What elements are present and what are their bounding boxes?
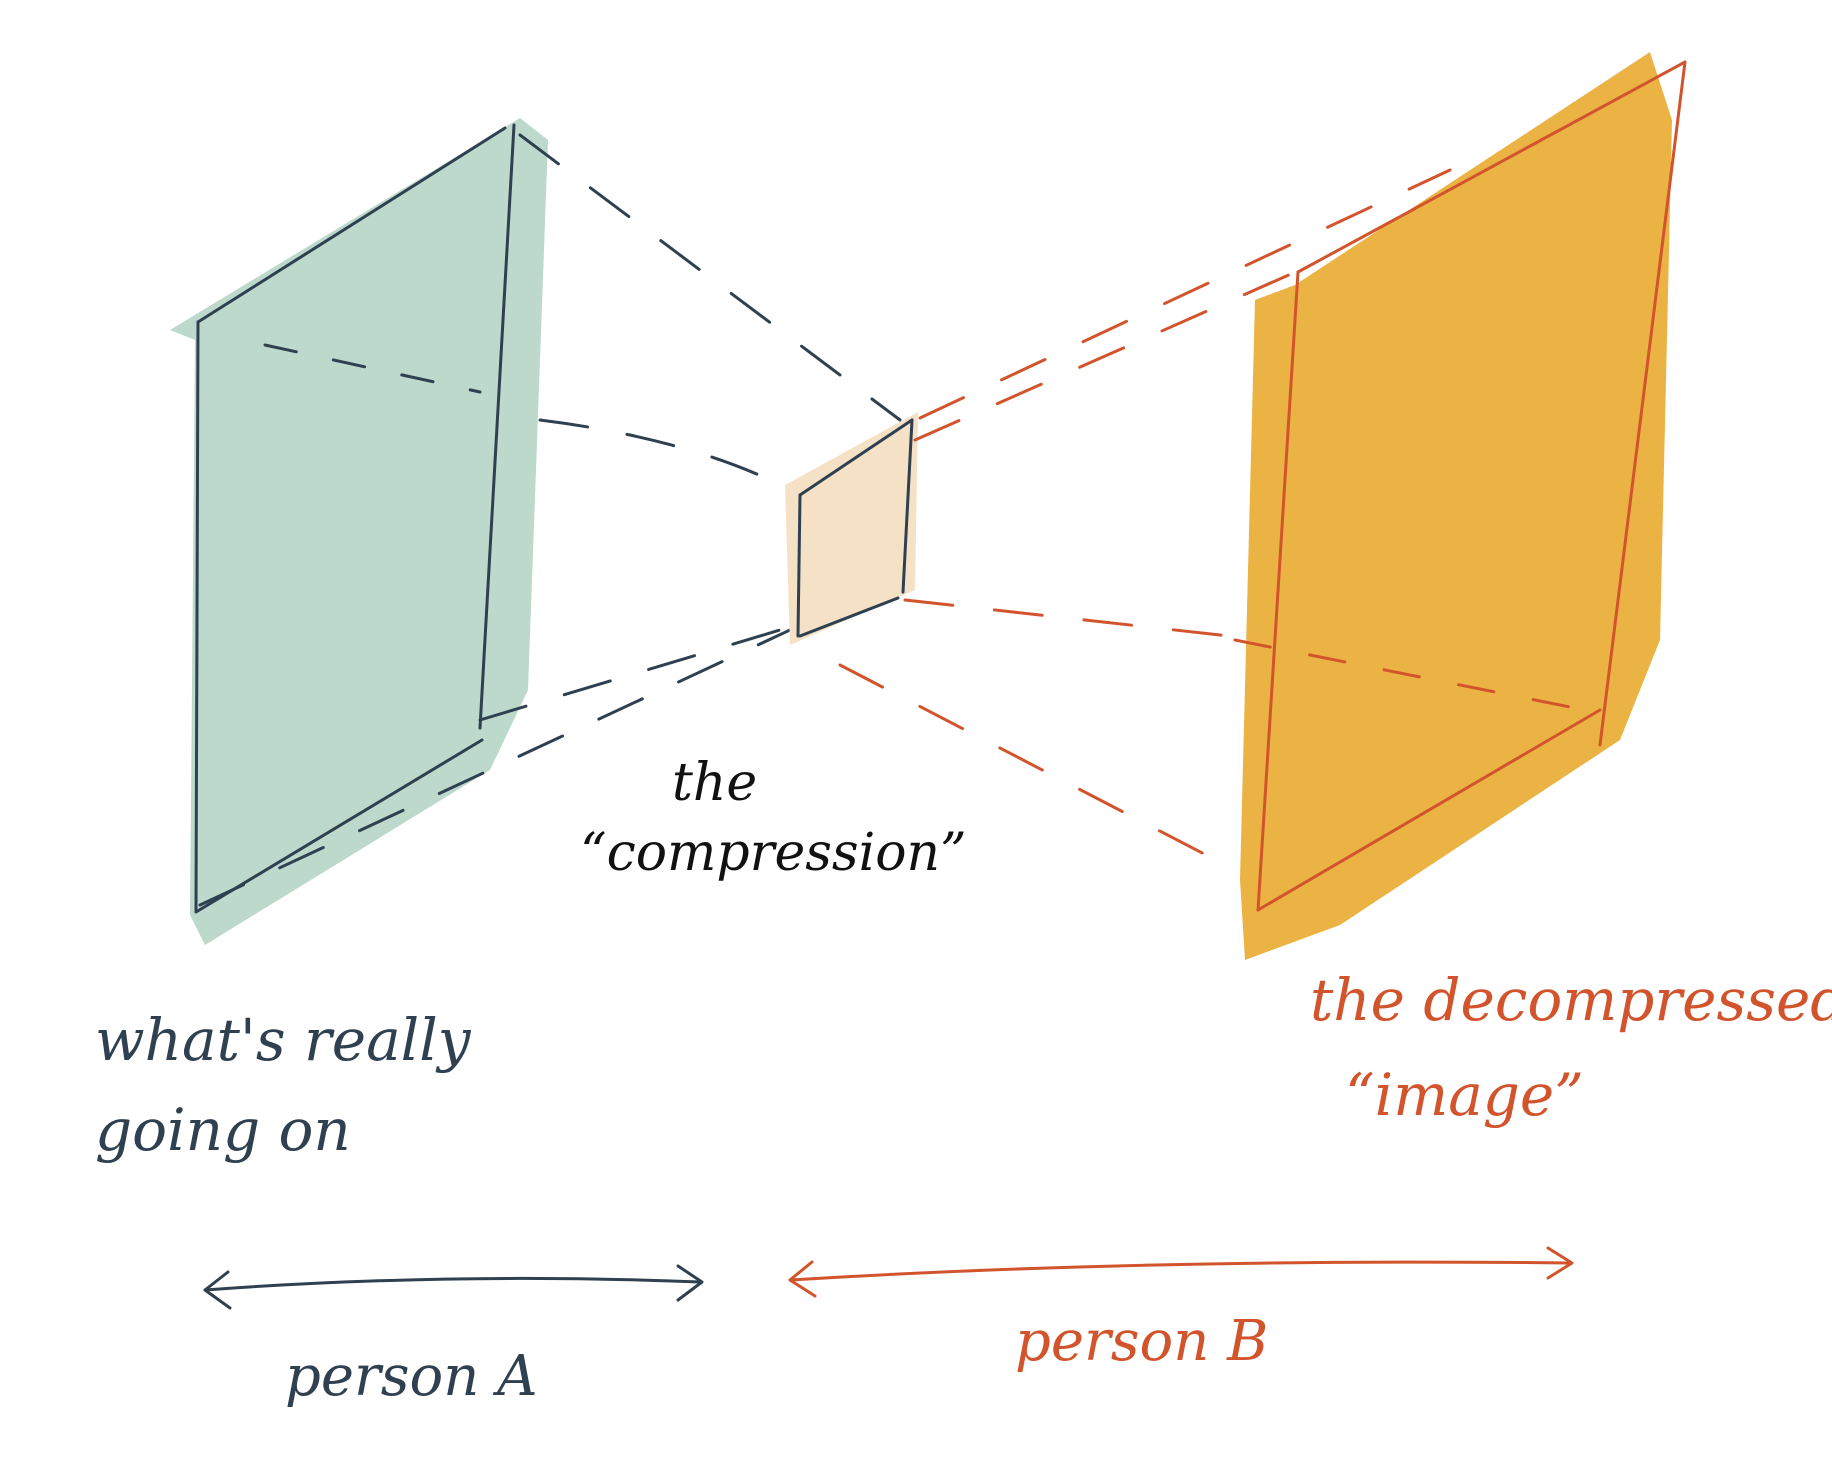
person-b-arrow-left-head	[788, 1260, 817, 1298]
person-b-arrow-right-head	[1546, 1246, 1574, 1280]
reality-label-line1: what's really	[95, 1006, 472, 1074]
reality-label: what's really going on	[95, 1006, 472, 1164]
projection-line-lower	[478, 598, 882, 722]
projection-line-red-upper	[913, 268, 1302, 442]
compression-label-line2: “compression”	[580, 823, 967, 883]
compression-panel-outline	[796, 418, 914, 638]
decompressed-label-line2: “image”	[1345, 1061, 1584, 1129]
decompressed-panel-outline	[1256, 60, 1687, 912]
compression-label-line1: the	[672, 753, 757, 813]
person-b-label: person B	[1015, 1309, 1268, 1374]
reality-panel	[170, 118, 548, 945]
decompressed-label: the decompressed “image”	[1310, 966, 1832, 1129]
decompressed-panel-fill	[1240, 52, 1672, 960]
reality-panel-fill	[170, 118, 548, 945]
compression-label: the “compression”	[580, 753, 967, 883]
compression-panel-fill	[785, 412, 918, 645]
decompressed-panel	[1233, 52, 1687, 960]
reality-label-line2: going on	[95, 1096, 351, 1164]
person-a-arrow	[203, 1264, 704, 1310]
projection-line-red-top	[918, 168, 1452, 420]
projection-line-middle	[538, 418, 802, 497]
person-b-arrow	[788, 1246, 1574, 1298]
projection-line-top	[518, 133, 902, 422]
person-a-arrow-left-head	[203, 1270, 232, 1310]
projection-lines-b	[838, 168, 1452, 872]
person-a-label: person A	[285, 1344, 538, 1409]
projection-line-bottom	[198, 628, 792, 907]
person-a-arrow-right-head	[676, 1264, 704, 1302]
projection-lines-a	[198, 133, 902, 907]
projection-line-red-middle	[903, 598, 1267, 642]
decompressed-panel-hidden-edge	[1233, 638, 1597, 714]
compression-panel	[785, 412, 918, 645]
projection-line-red-lower	[838, 663, 1237, 872]
decompressed-label-line1: the decompressed	[1310, 966, 1832, 1034]
reality-panel-outline	[194, 123, 516, 914]
